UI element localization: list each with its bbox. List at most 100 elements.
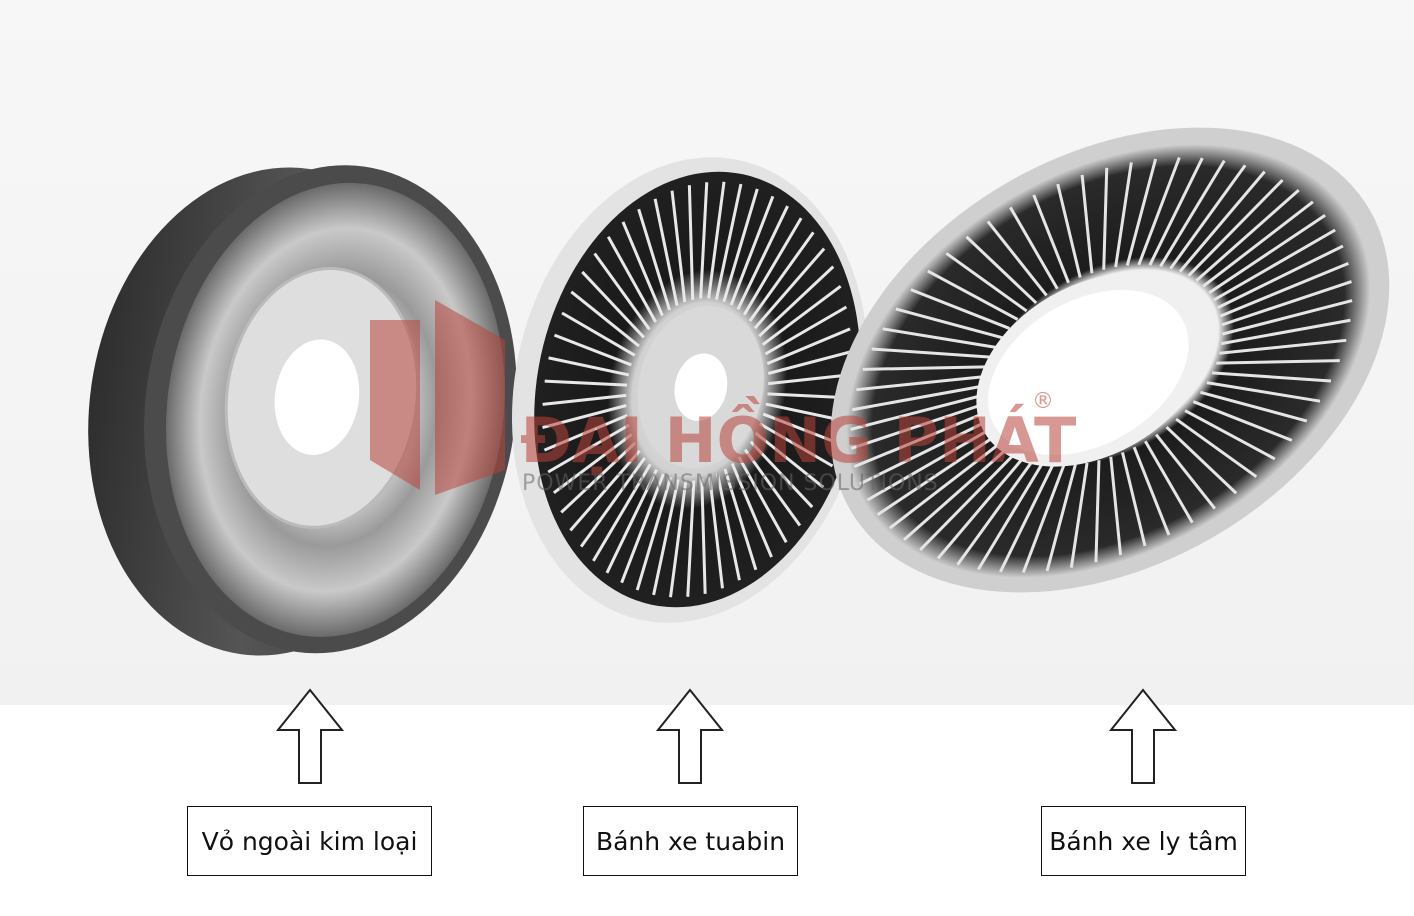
blade xyxy=(761,284,842,346)
blade xyxy=(686,480,696,597)
blade xyxy=(742,217,803,316)
label-text: Bánh xe ly tâm xyxy=(1049,826,1238,856)
blade xyxy=(669,480,688,598)
blade xyxy=(708,476,724,589)
up-arrow-icon xyxy=(276,688,344,784)
brand-logo-mark xyxy=(370,300,505,495)
blade xyxy=(547,423,630,474)
blade xyxy=(910,288,1011,330)
blade xyxy=(1109,456,1123,556)
label-text: Bánh xe tuabin xyxy=(595,826,786,856)
blade xyxy=(544,379,628,387)
blade xyxy=(737,456,788,543)
blade xyxy=(570,290,640,348)
blade xyxy=(652,479,680,596)
blade xyxy=(1102,167,1109,270)
blade xyxy=(767,350,853,375)
blade xyxy=(882,327,997,349)
blade xyxy=(700,479,707,594)
impeller-wheel-part xyxy=(830,127,1390,593)
blade xyxy=(895,307,1003,340)
blade xyxy=(1080,174,1094,274)
blade xyxy=(1208,213,1326,295)
blade xyxy=(560,441,637,514)
blade xyxy=(687,185,695,300)
blade xyxy=(758,422,834,468)
blade xyxy=(1221,318,1351,346)
blade xyxy=(1009,206,1059,290)
blade xyxy=(888,442,1001,530)
blade xyxy=(1121,452,1147,547)
blade xyxy=(851,384,982,412)
blade xyxy=(1206,381,1321,403)
blade xyxy=(758,265,835,338)
blade xyxy=(1211,371,1332,383)
blade xyxy=(753,247,826,330)
blade xyxy=(569,449,641,532)
blade xyxy=(902,448,1008,542)
blade xyxy=(866,428,990,502)
blade xyxy=(1202,200,1314,288)
blade xyxy=(1187,178,1284,277)
blade xyxy=(723,468,758,571)
blade xyxy=(1175,417,1258,478)
blade xyxy=(1219,261,1349,318)
blade xyxy=(1144,440,1194,524)
blade xyxy=(768,373,853,386)
blade xyxy=(653,198,679,306)
blade xyxy=(1219,338,1347,355)
blade xyxy=(1169,164,1247,270)
blade xyxy=(1125,158,1158,266)
blade xyxy=(956,460,1034,566)
blade xyxy=(1056,183,1082,278)
watermark-registered: ® xyxy=(1032,389,1054,414)
blade xyxy=(714,183,743,300)
turbine-blades xyxy=(542,181,853,598)
blade xyxy=(977,462,1044,571)
blade xyxy=(986,220,1048,297)
blade xyxy=(542,393,627,406)
blade xyxy=(593,252,651,331)
blade xyxy=(605,468,658,574)
blade xyxy=(1021,464,1066,574)
blade xyxy=(1132,446,1171,536)
blade xyxy=(620,473,665,584)
blade xyxy=(856,375,984,392)
blade xyxy=(1094,460,1101,563)
blade xyxy=(919,453,1016,552)
blade xyxy=(621,221,664,317)
blade xyxy=(1154,433,1217,510)
blade xyxy=(743,448,802,527)
turbine-wheel-part xyxy=(511,157,869,623)
blade xyxy=(561,311,636,357)
fluid-coupling-exploded-photo: ĐẠI HỒNG PHÁT ® POWER TRANSMISSION SOLUT… xyxy=(0,0,1414,705)
label-impeller-wheel: Bánh xe ly tâm xyxy=(1041,806,1246,876)
blade xyxy=(764,305,848,356)
watermark-brand: ĐẠI HỒNG PHÁT xyxy=(520,396,1076,477)
label-text: Vỏ ngoài kim loại xyxy=(201,826,418,856)
blade xyxy=(579,457,646,548)
blade xyxy=(730,462,773,558)
blade xyxy=(553,333,632,367)
blade xyxy=(871,347,991,359)
blade xyxy=(1032,194,1070,284)
watermark-tagline: POWER TRANSMISSION SOLUTIONS xyxy=(522,471,939,496)
blade xyxy=(1216,359,1340,365)
blade xyxy=(670,190,687,303)
blade xyxy=(542,404,627,429)
label-turbine-wheel: Bánh xe tuabin xyxy=(583,806,798,876)
blade xyxy=(581,270,645,339)
blade xyxy=(754,431,825,489)
blade xyxy=(1178,170,1266,273)
impeller-blades xyxy=(850,156,1353,574)
blade xyxy=(1148,157,1204,266)
blade xyxy=(1192,400,1293,442)
blade xyxy=(729,195,775,306)
blade xyxy=(1159,159,1226,268)
blade xyxy=(1195,188,1300,282)
blade xyxy=(766,327,851,365)
blade xyxy=(762,412,841,446)
blade xyxy=(606,236,658,323)
blade xyxy=(927,269,1019,321)
blade xyxy=(715,473,741,581)
